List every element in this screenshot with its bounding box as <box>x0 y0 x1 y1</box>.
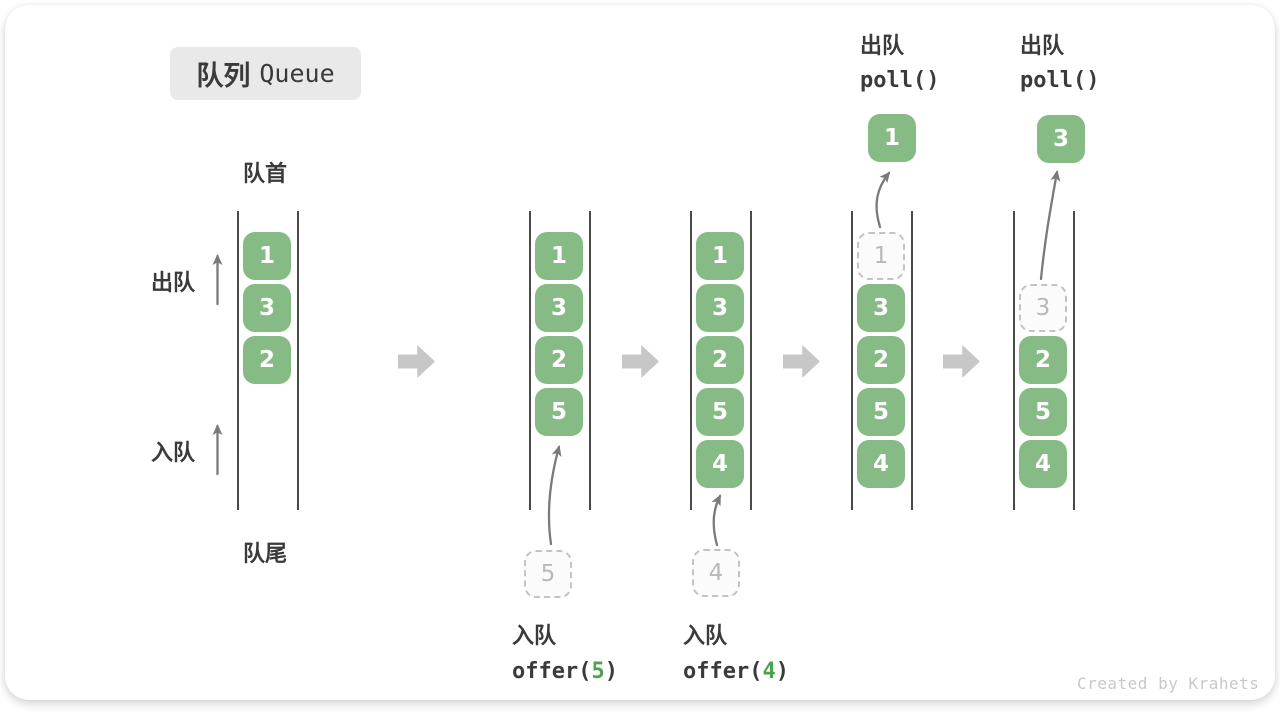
offer-arg: 5 <box>591 659 605 684</box>
poll-code-label: poll() <box>860 68 940 93</box>
poll-label-group-2: 出队 poll() <box>1020 28 1099 93</box>
queue-slot: 2 <box>1019 336 1067 384</box>
queue-slot: 3 <box>696 284 744 332</box>
polled-box-1: 1 <box>868 114 916 162</box>
queue-slot: 2 <box>535 336 583 384</box>
offer-arg: 4 <box>762 659 776 684</box>
canvas-card <box>5 5 1275 700</box>
poll-code-label: poll() <box>1020 68 1100 93</box>
queue-slot-ghost: 1 <box>857 232 905 280</box>
queue-slot: 5 <box>535 388 583 436</box>
queue-slot: 3 <box>243 284 291 332</box>
title-en-label: Queue <box>259 59 335 88</box>
queue-slot: 2 <box>696 336 744 384</box>
enqueue-ghost-box-5: 5 <box>524 550 572 598</box>
queue-slot: 4 <box>857 440 905 488</box>
polled-box-3: 3 <box>1037 115 1085 163</box>
queue-slot: 1 <box>696 232 744 280</box>
queue-slot: 4 <box>1019 440 1067 488</box>
offer-label-group-5: 入队 offer(5) <box>512 618 618 684</box>
queue-slot: 5 <box>696 388 744 436</box>
queue-slot: 2 <box>243 336 291 384</box>
dequeue-side-label: 出队 <box>151 270 196 295</box>
queue-slot: 4 <box>696 440 744 488</box>
queue-slot: 1 <box>243 232 291 280</box>
queue-slot: 3 <box>857 284 905 332</box>
poll-cjk-label: 出队 <box>860 33 905 58</box>
queue-slot: 5 <box>1019 388 1067 436</box>
offer-cjk-label: 入队 <box>683 623 728 648</box>
queue-slot-ghost: 3 <box>1019 284 1067 332</box>
credit-label: Created by Krahets <box>1077 674 1260 693</box>
offer-label-group-4: 入队 offer(4) <box>683 618 789 684</box>
queue-rear-label: 队尾 <box>243 541 288 566</box>
title-chip: 队列 Queue <box>170 47 361 100</box>
queue-front-label: 队首 <box>243 161 288 186</box>
queue-slot: 3 <box>535 284 583 332</box>
offer-code-label: offer(5) <box>512 659 618 684</box>
queue-slot: 5 <box>857 388 905 436</box>
queue-slot: 2 <box>857 336 905 384</box>
poll-cjk-label: 出队 <box>1020 33 1065 58</box>
poll-label-group-1: 出队 poll() <box>860 28 939 93</box>
title-zh-label: 队列 <box>196 61 251 91</box>
enqueue-ghost-box-4: 4 <box>692 549 740 597</box>
offer-code-label: offer(4) <box>683 659 789 684</box>
queue-slot: 1 <box>535 232 583 280</box>
offer-cjk-label: 入队 <box>512 623 557 648</box>
enqueue-side-label: 入队 <box>151 440 196 465</box>
